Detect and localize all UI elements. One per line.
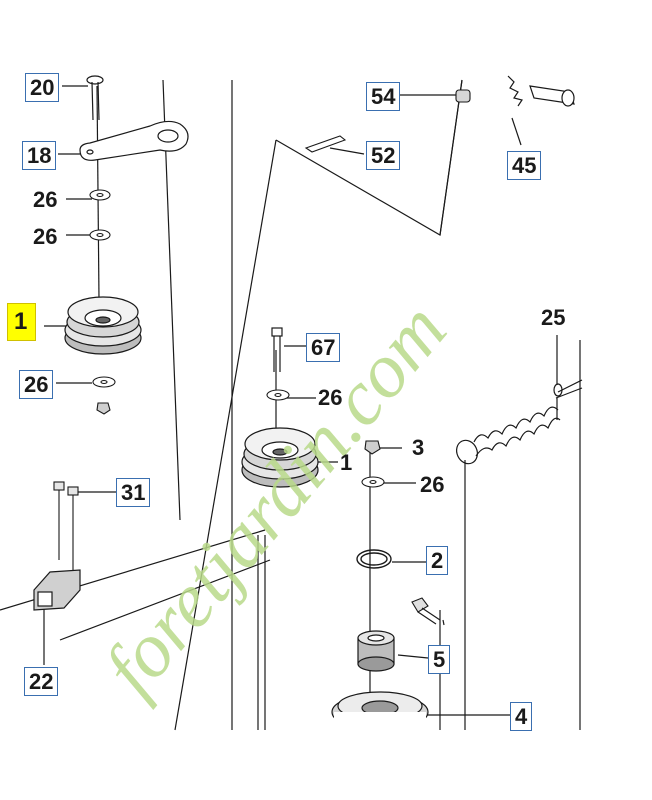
bearing-part xyxy=(357,630,395,672)
callout-4[interactable]: 4 xyxy=(510,702,533,731)
callout-18[interactable]: 18 xyxy=(22,141,57,170)
spring-part xyxy=(456,379,583,465)
hub-part xyxy=(331,691,429,742)
ring-part xyxy=(356,549,392,569)
bolt-part xyxy=(411,597,441,625)
frame-line xyxy=(59,559,271,641)
nut-part xyxy=(96,402,111,415)
callout-67[interactable]: 67 xyxy=(306,333,341,362)
callout-1-highlighted[interactable]: 1 xyxy=(7,303,37,341)
bolt-part xyxy=(53,481,79,572)
pulley-part xyxy=(64,296,142,355)
callout-31[interactable]: 31 xyxy=(116,478,151,507)
shaft-part xyxy=(507,75,575,107)
washer-part xyxy=(89,189,385,488)
callout-54[interactable]: 54 xyxy=(366,82,401,111)
pin-part xyxy=(455,89,471,103)
callout-25[interactable]: 25 xyxy=(541,305,566,330)
callout-3[interactable]: 3 xyxy=(412,435,425,460)
callout-22[interactable]: 22 xyxy=(24,667,59,696)
callout-20[interactable]: 20 xyxy=(25,73,60,102)
clip-part xyxy=(304,135,347,153)
callout-45[interactable]: 45 xyxy=(507,151,542,180)
frame-line xyxy=(439,79,463,236)
frame-line xyxy=(174,139,277,731)
frame-line xyxy=(162,79,181,521)
idler-arm-part xyxy=(79,120,189,161)
callout-2[interactable]: 2 xyxy=(426,546,449,575)
callout-26[interactable]: 26 xyxy=(33,187,58,212)
bracket-part xyxy=(33,569,81,611)
callout-1[interactable]: 1 xyxy=(340,450,353,475)
callout-26[interactable]: 26 xyxy=(420,472,445,497)
bolt-part xyxy=(271,327,283,372)
callout-52[interactable]: 52 xyxy=(366,141,401,170)
pulley-part xyxy=(241,427,319,488)
callout-26[interactable]: 26 xyxy=(318,385,343,410)
callout-26[interactable]: 26 xyxy=(19,370,54,399)
callout-5[interactable]: 5 xyxy=(428,645,451,674)
bolt-part xyxy=(86,75,104,121)
callout-26[interactable]: 26 xyxy=(33,224,58,249)
nut-part xyxy=(364,440,381,455)
